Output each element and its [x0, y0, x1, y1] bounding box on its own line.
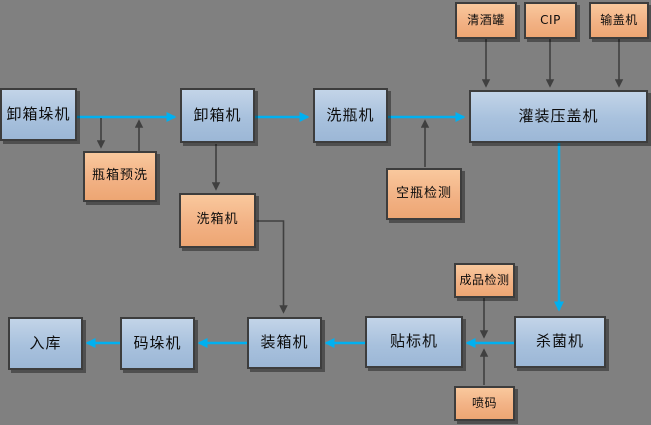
node-beer-tank[interactable]: 清酒罐: [455, 2, 517, 39]
node-inkjet-coder[interactable]: 喷码: [454, 386, 515, 421]
node-label: CIP: [540, 12, 561, 27]
node-label: 卸箱机: [193, 105, 242, 124]
node-label: 空瓶检测: [395, 185, 452, 201]
node-label: 装箱机: [260, 333, 309, 352]
node-label: 卸箱垛机: [6, 104, 71, 123]
node-label: 杀菌机: [535, 332, 584, 351]
node-depalletizer[interactable]: 卸箱垛机: [0, 88, 77, 141]
node-label: 入库: [29, 333, 62, 352]
node-empty-bottle-check[interactable]: 空瓶检测: [386, 168, 462, 220]
node-case-packer[interactable]: 装箱机: [247, 317, 322, 369]
node-decrater[interactable]: 卸箱机: [180, 88, 255, 143]
node-label: 洗箱机: [196, 212, 239, 228]
node-label: 洗瓶机: [326, 105, 375, 124]
node-crate-prewash[interactable]: 瓶箱预洗: [83, 151, 157, 202]
node-labeller[interactable]: 贴标机: [365, 316, 463, 368]
node-label: 瓶箱预洗: [91, 168, 148, 184]
node-label: 喷码: [471, 395, 497, 410]
node-label: 灌装压盖机: [518, 106, 599, 125]
node-warehouse[interactable]: 入库: [8, 317, 83, 370]
node-label: 贴标机: [389, 332, 438, 351]
node-label: 输盖机: [600, 12, 638, 27]
node-cip[interactable]: CIP: [524, 2, 577, 39]
node-cap-feeder[interactable]: 输盖机: [589, 2, 649, 39]
node-label: 清酒罐: [467, 12, 505, 27]
node-pasteurizer[interactable]: 杀菌机: [514, 316, 606, 368]
node-filler-capper[interactable]: 灌装压盖机: [469, 90, 648, 143]
node-label: 码垛机: [133, 333, 182, 352]
node-label: 成品检测: [459, 272, 510, 287]
link-crate-washer-to-packer: [256, 220, 288, 314]
node-palletizer[interactable]: 码垛机: [120, 317, 195, 370]
node-crate-washer[interactable]: 洗箱机: [179, 193, 256, 248]
node-bottle-washer[interactable]: 洗瓶机: [313, 88, 388, 143]
node-product-check[interactable]: 成品检测: [454, 263, 515, 298]
